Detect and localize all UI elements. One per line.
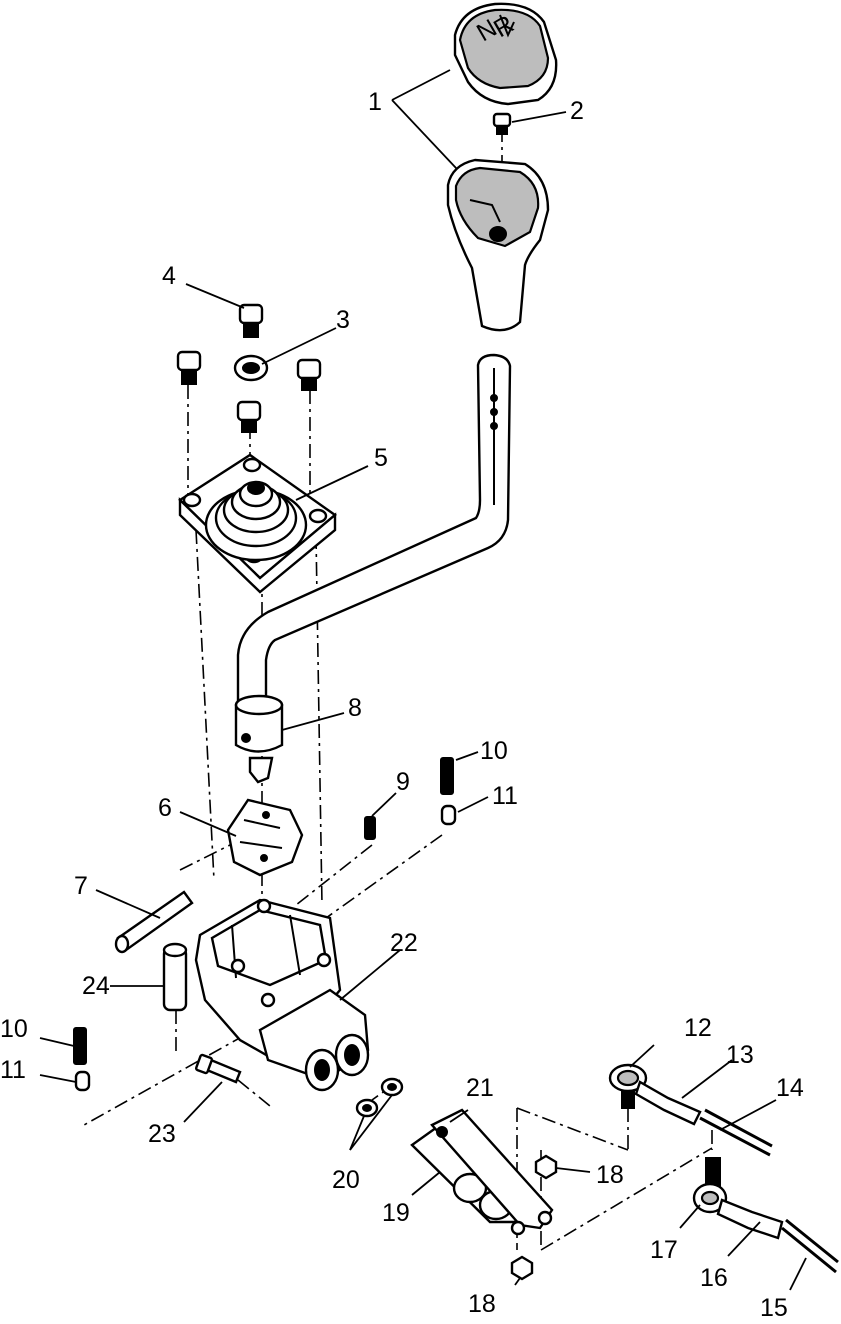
cable-rod-end-upper — [608, 1063, 773, 1157]
detent-ball-lower — [74, 1070, 91, 1092]
housing-bolt — [194, 1053, 242, 1084]
callout-12: 12 — [684, 1014, 712, 1042]
knob-screw — [492, 112, 512, 135]
callout-14: 14 — [776, 1074, 804, 1102]
callout-9: 9 — [396, 768, 410, 796]
callout-21: 21 — [466, 1074, 494, 1102]
callout-13: 13 — [726, 1041, 754, 1069]
callout-10-upper: 10 — [480, 737, 508, 765]
callout-labels: 1 2 3 4 5 6 7 8 9 10 10 11 11 12 13 14 1… — [0, 88, 804, 1322]
callout-16: 16 — [700, 1264, 728, 1292]
callout-15: 15 — [760, 1294, 788, 1319]
callout-7: 7 — [74, 872, 88, 900]
leader-lines — [39, 69, 807, 1291]
callout-10-lower: 10 — [0, 1015, 28, 1043]
shift-knob-base — [446, 158, 550, 332]
detent-spring-small — [364, 816, 376, 840]
callout-20: 20 — [332, 1166, 360, 1194]
callout-11-lower: 11 — [0, 1056, 26, 1084]
detent-spring-lower — [73, 1027, 87, 1065]
shift-knob-cap: N R — [453, 2, 558, 106]
detent-spring-upper — [440, 757, 454, 795]
pivot-pin — [114, 890, 194, 954]
lock-nut-lower — [510, 1255, 534, 1281]
boot-bolts — [176, 303, 322, 433]
callout-18-upper: 18 — [596, 1161, 624, 1189]
callout-22: 22 — [390, 929, 418, 957]
callout-24: 24 — [82, 972, 110, 1000]
callout-5: 5 — [374, 444, 388, 472]
callout-19: 19 — [382, 1199, 410, 1227]
shifter-housing — [194, 898, 370, 1092]
spacer-washers — [355, 1077, 404, 1118]
shift-arm — [410, 1108, 554, 1236]
callout-4: 4 — [162, 262, 176, 290]
callout-23: 23 — [148, 1120, 176, 1148]
callout-11-upper: 11 — [492, 782, 518, 810]
lock-nut-upper — [534, 1154, 558, 1180]
shift-lever — [234, 353, 512, 784]
callout-18-lower: 18 — [468, 1290, 496, 1318]
dowel-pin — [162, 942, 188, 1012]
callout-8: 8 — [348, 694, 362, 722]
cable-rod-end-lower — [692, 1157, 839, 1274]
callout-1: 1 — [368, 88, 382, 116]
callout-2: 2 — [570, 97, 584, 125]
washer — [233, 354, 269, 382]
shift-gate — [226, 798, 304, 877]
shifter-boot-bellows — [204, 480, 308, 562]
detent-ball-upper — [440, 804, 457, 826]
callout-17: 17 — [650, 1236, 678, 1264]
callout-6: 6 — [158, 794, 172, 822]
callout-3: 3 — [336, 306, 350, 334]
